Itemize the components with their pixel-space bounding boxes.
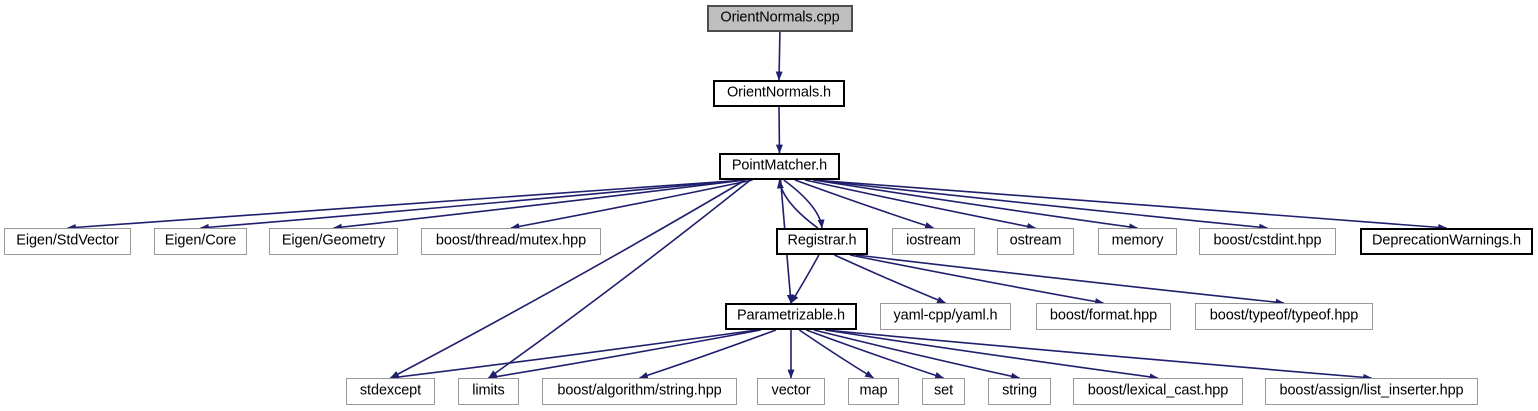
graph-node-label: iostream [906, 232, 961, 249]
graph-edge-parametrizable_h-to-boost_assign_list_inserter [824, 329, 1373, 381]
graph-node-boost_cstdint[interactable]: boost/cstdint.hpp [1199, 228, 1336, 255]
graph-node-boost_assign_list_inserter[interactable]: boost/assign/list_inserter.hpp [1265, 378, 1478, 405]
graph-edge-pointmatcher_h-to-stdexcept [389, 179, 746, 379]
graph-node-label: Eigen/Core [164, 232, 237, 249]
graph-node-label: set [933, 382, 954, 399]
graph-node-label: ostream [1009, 232, 1062, 249]
graph-edge-pointmatcher_h-to-ostream [804, 179, 1037, 230]
graph-node-label: OrientNormals.h [726, 84, 832, 101]
graph-node-pointmatcher_h[interactable]: PointMatcher.h [719, 153, 840, 180]
graph-edge-pointmatcher_h-to-registrar_h [783, 179, 825, 229]
graph-node-deprecationwarnings_h[interactable]: DeprecationWarnings.h [1360, 228, 1533, 255]
graph-edge-pointmatcher_h-to-limits [488, 179, 751, 379]
graph-edge-parametrizable_h-to-boost_algorithm_string [638, 329, 777, 379]
graph-edge-parametrizable_h-to-map [798, 329, 875, 379]
graph-node-label: string [1002, 382, 1037, 399]
graph-edge-pointmatcher_h-to-iostream [794, 179, 935, 229]
graph-node-label: boost/algorithm/string.hpp [557, 382, 722, 399]
graph-node-label: Eigen/StdVector [16, 232, 119, 249]
graph-node-parametrizable_h[interactable]: Parametrizable.h [725, 303, 857, 330]
graph-node-label: boost/format.hpp [1049, 307, 1158, 324]
graph-node-label: map [859, 382, 888, 399]
graph-edge-registrar_h-to-boost_format [849, 254, 1105, 305]
graph-node-orientnormals_cpp[interactable]: OrientNormals.cpp [707, 5, 853, 32]
graph-node-set[interactable]: set [922, 378, 965, 405]
graph-edge-parametrizable_h-to-set [806, 329, 945, 379]
graph-node-eigen_stdvector[interactable]: Eigen/StdVector [4, 228, 131, 255]
graph-node-label: memory [1111, 232, 1164, 249]
graph-node-label: boost/thread/mutex.hpp [435, 232, 587, 249]
graph-edge-registrar_h-to-boost_typeof [855, 254, 1285, 306]
graph-node-boost_lexical_cast[interactable]: boost/lexical_cast.hpp [1073, 378, 1243, 405]
graph-edge-orientnormals_cpp-to-orientnormals_h [775, 31, 783, 81]
graph-edge-parametrizable_h-to-string [813, 329, 1021, 380]
graph-edge-pointmatcher_h-to-boost_thread_mutex [510, 179, 753, 230]
graph-edge-pointmatcher_h-to-memory [813, 179, 1139, 231]
graph-node-memory[interactable]: memory [1098, 228, 1177, 255]
graph-node-label: boost/cstdint.hpp [1213, 232, 1322, 249]
graph-node-boost_thread_mutex[interactable]: boost/thread/mutex.hpp [421, 228, 601, 255]
graph-edge-registrar_h-to-pointmatcher_h [776, 179, 819, 229]
graph-node-iostream[interactable]: iostream [892, 228, 975, 255]
graph-edge-orientnormals_h-to-pointmatcher_h [775, 106, 783, 154]
graph-node-limits[interactable]: limits [458, 378, 519, 405]
graph-node-label: DeprecationWarnings.h [1372, 232, 1521, 249]
graph-edge-registrar_h-to-yaml_cpp_yaml_h [834, 254, 947, 304]
graph-node-label: Eigen/Geometry [281, 232, 386, 249]
graph-node-label: yaml-cpp/yaml.h [893, 307, 998, 324]
graph-node-label: boost/lexical_cast.hpp [1087, 382, 1229, 399]
graph-edge-pointmatcher_h-to-eigen_core [199, 179, 746, 231]
graph-node-boost_algorithm_string[interactable]: boost/algorithm/string.hpp [542, 378, 737, 405]
graph-node-label: stdexcept [359, 382, 422, 399]
graph-node-label: Parametrizable.h [736, 307, 845, 324]
graph-edge-pointmatcher_h-to-boost_cstdint [813, 179, 1269, 231]
graph-edge-parametrizable_h-to-boost_lexical_cast [824, 329, 1159, 381]
graph-node-eigen_core[interactable]: Eigen/Core [154, 228, 247, 255]
graph-edge-registrar_h-to-parametrizable_h [790, 254, 820, 304]
graph-edge-parametrizable_h-to-limits [487, 329, 761, 381]
graph-node-label: boost/assign/list_inserter.hpp [1279, 382, 1464, 399]
graph-edge-parametrizable_h-to-stdexcept [389, 329, 758, 381]
edge-group [66, 31, 1448, 381]
graph-node-label: limits [472, 382, 505, 399]
graph-edge-pointmatcher_h-to-eigen_geometry [332, 179, 746, 231]
graph-node-string[interactable]: string [988, 378, 1051, 405]
graph-edge-pointmatcher_h-to-eigen_stdvector [66, 179, 746, 231]
graph-node-label: boost/typeof/typeof.hpp [1209, 307, 1359, 324]
graph-node-ostream[interactable]: ostream [997, 228, 1074, 255]
graph-node-label: vector [771, 382, 811, 399]
graph-node-yaml_cpp_yaml_h[interactable]: yaml-cpp/yaml.h [880, 303, 1011, 330]
graph-edge-pointmatcher_h-to-deprecationwarnings_h [813, 179, 1448, 231]
graph-node-label: PointMatcher.h [731, 157, 828, 174]
graph-node-orientnormals_h[interactable]: OrientNormals.h [713, 80, 845, 107]
graph-node-stdexcept[interactable]: stdexcept [346, 378, 435, 405]
graph-node-map[interactable]: map [848, 378, 899, 405]
graph-node-boost_typeof[interactable]: boost/typeof/typeof.hpp [1195, 303, 1373, 330]
graph-node-label: Registrar.h [787, 232, 857, 249]
graph-node-boost_format[interactable]: boost/format.hpp [1036, 303, 1171, 330]
graph-node-registrar_h[interactable]: Registrar.h [776, 228, 868, 255]
graph-node-vector[interactable]: vector [757, 378, 825, 405]
graph-node-eigen_geometry[interactable]: Eigen/Geometry [269, 228, 398, 255]
graph-node-label: OrientNormals.cpp [720, 9, 840, 26]
